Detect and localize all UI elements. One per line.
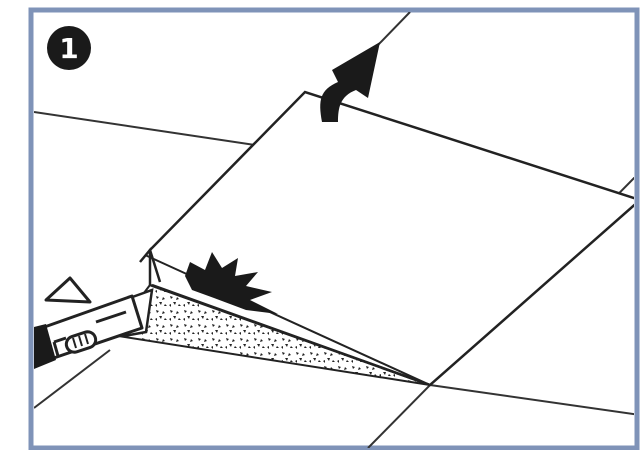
tile-corner xyxy=(139,247,162,283)
crack-burst-icon xyxy=(185,252,278,314)
step-badge: 1 xyxy=(47,26,91,70)
floor-scene xyxy=(34,12,634,448)
tile-bottom-edge xyxy=(151,283,431,387)
step-number: 1 xyxy=(59,32,78,65)
curved-arrow-icon xyxy=(320,42,380,122)
triangle-guide-icon xyxy=(44,276,92,304)
frame-border xyxy=(28,7,640,450)
utility-knife-icon xyxy=(34,288,154,370)
